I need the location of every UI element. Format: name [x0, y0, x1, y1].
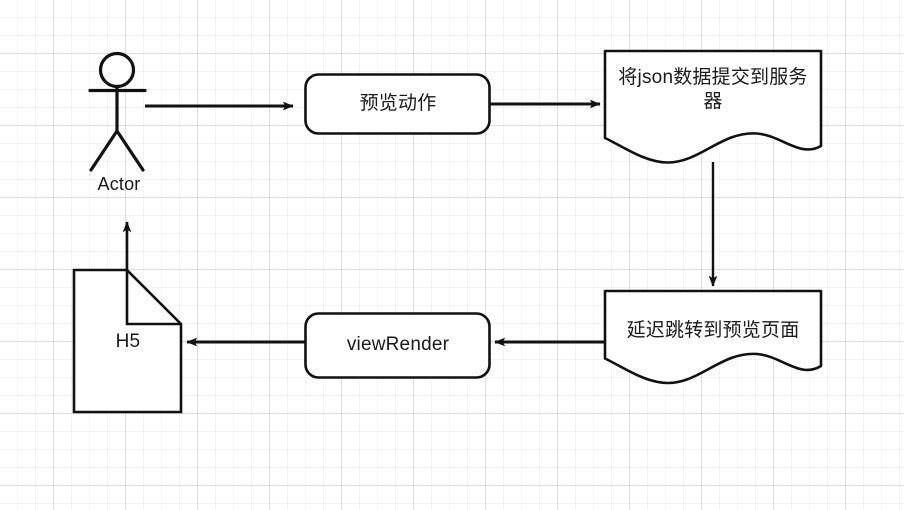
node-view-render[interactable]	[304, 312, 491, 379]
h5-fold-corner-icon	[125, 270, 181, 326]
node-actor[interactable]	[88, 51, 147, 172]
node-submit-json[interactable]	[603, 49, 823, 164]
actor-head-icon	[98, 51, 136, 89]
actor-leg-left-icon	[89, 129, 119, 172]
node-preview-action[interactable]	[304, 73, 491, 135]
actor-leg-right-icon	[115, 129, 145, 172]
node-delay-jump[interactable]	[603, 289, 823, 385]
node-h5-page[interactable]	[72, 268, 183, 414]
h5-page-outline	[72, 268, 183, 414]
